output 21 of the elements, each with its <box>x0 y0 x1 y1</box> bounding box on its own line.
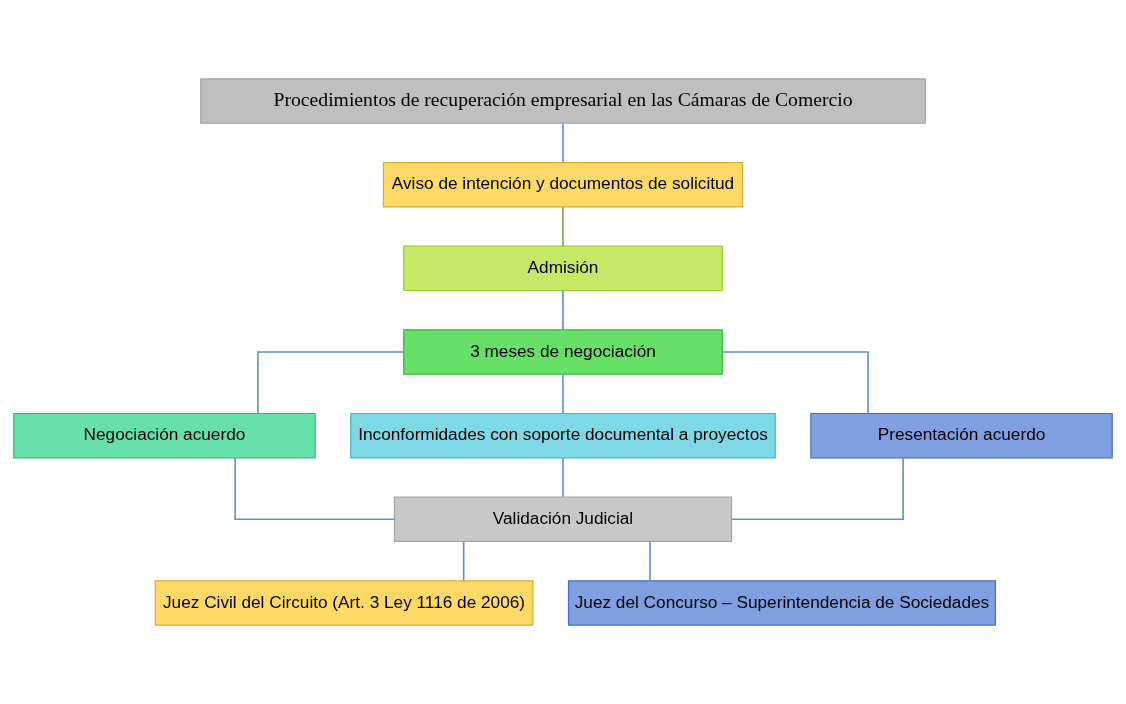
node-box: Procedimientos de recuperación empresarial en las Cámaras de Comercio <box>200 78 926 124</box>
connector <box>462 540 465 582</box>
node-box: Aviso de intención y documentos de solicitud <box>382 161 744 208</box>
node-box: Inconformidades con soporte documental a proyectos <box>350 412 776 459</box>
node-box: Presentación acuerdo <box>810 412 1113 459</box>
connector <box>730 457 904 521</box>
connector <box>562 289 564 331</box>
connector <box>562 373 564 414</box>
node-box: 3 meses de negociación <box>403 329 723 375</box>
node-box: Admisión <box>403 245 723 292</box>
connector <box>562 206 564 247</box>
node-box: Negociación acuerdo <box>13 412 316 459</box>
connector <box>562 457 564 498</box>
node-box: Validación Judicial <box>393 496 733 543</box>
connector <box>257 351 405 415</box>
connector <box>234 457 396 521</box>
connector <box>562 122 564 164</box>
connector <box>649 540 651 582</box>
node-box: Juez del Concurso – Superintendencia de Sociedades <box>567 580 996 626</box>
connector <box>721 351 869 415</box>
node-box: Juez Civil del Circuito (Art. 3 Ley 1116 de 2006) <box>154 580 534 626</box>
